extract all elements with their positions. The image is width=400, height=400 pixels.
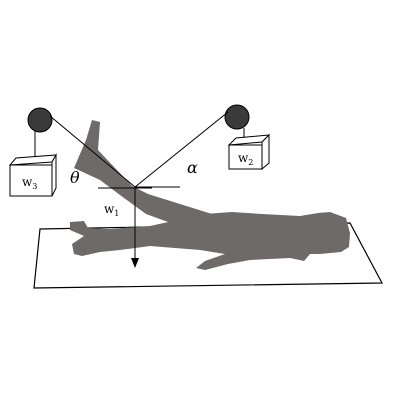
label-theta: θ <box>70 168 80 187</box>
label-w3: w3 <box>22 175 37 191</box>
rope-right-pulley-to-knot <box>134 111 229 188</box>
box-w2 <box>227 133 271 171</box>
weight-w1-arrowhead <box>131 258 139 268</box>
patient-silhouette <box>70 212 350 270</box>
raised-leg <box>74 120 226 234</box>
label-alpha: α <box>187 158 198 177</box>
pulley-left <box>27 107 53 133</box>
pulley-right <box>224 104 250 130</box>
rope-left-pulley-to-knot <box>49 115 136 188</box>
label-w1: w1 <box>104 202 119 218</box>
label-w2: w2 <box>238 151 253 167</box>
box-w3 <box>8 153 57 197</box>
